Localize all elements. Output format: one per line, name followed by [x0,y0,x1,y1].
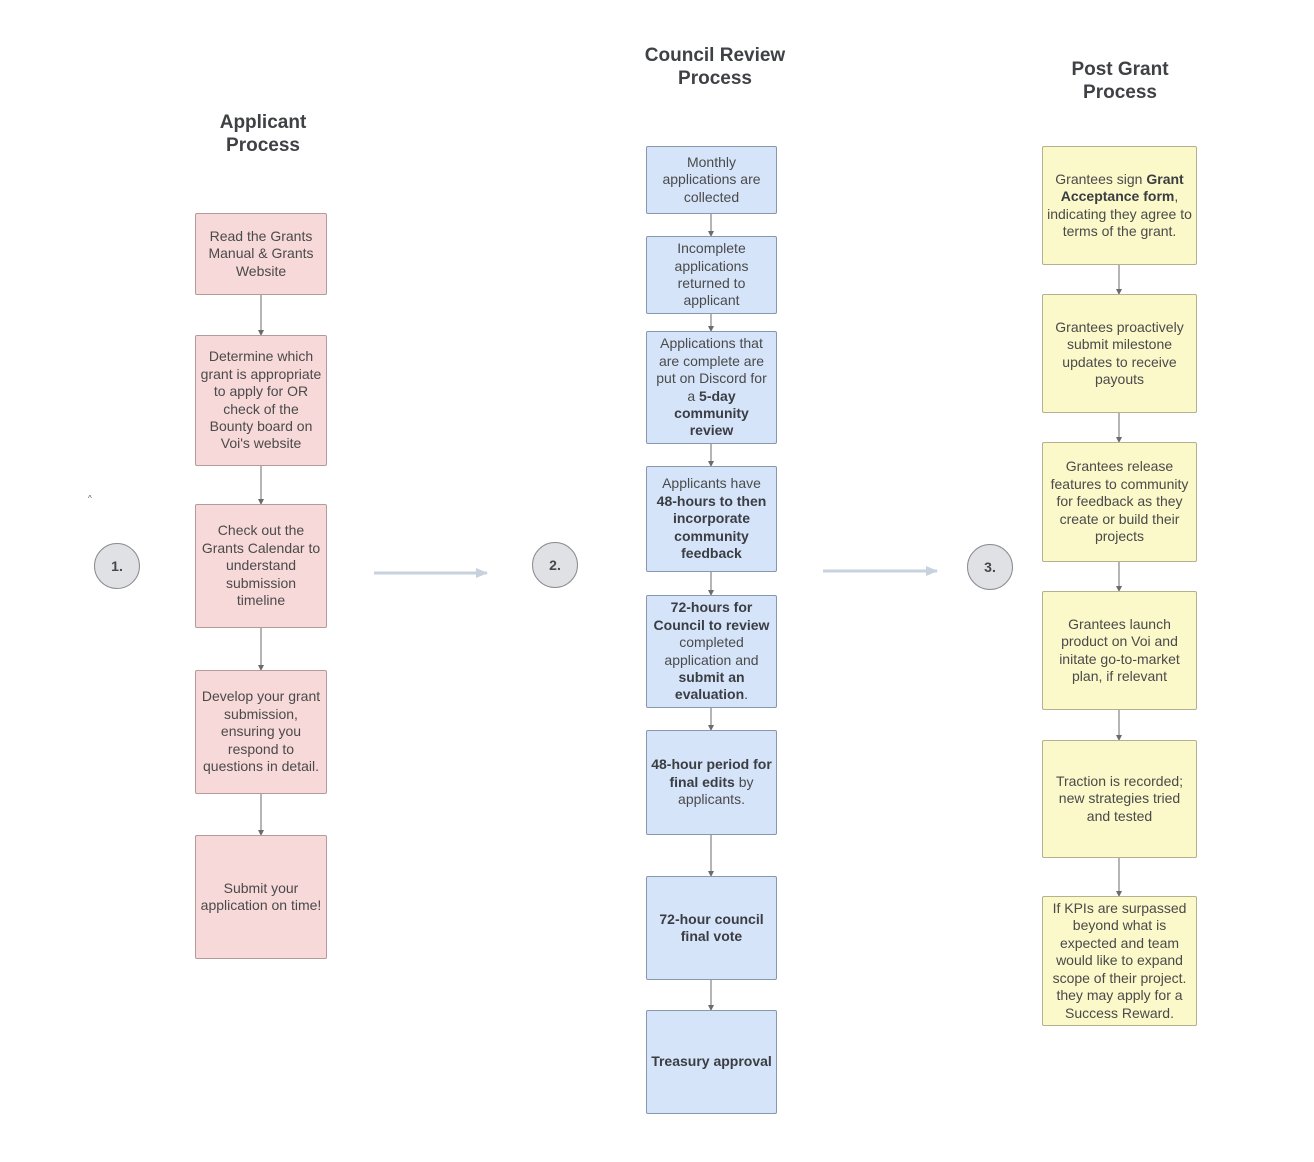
council-step-1-text: Monthly applications are collected [651,154,772,206]
step-text-segment: . [744,686,749,703]
post-step-6-text: If KPIs are surpassed beyond what is exp… [1047,900,1192,1022]
step-text-segment: submit an evaluation [674,668,745,703]
step-text-segment: Grantees launch product on Voi and inita… [1059,615,1180,684]
step-text-segment: Applications that are complete are put o… [656,335,767,404]
post-step-2-text: Grantees proactively submit milestone up… [1047,319,1192,389]
step-circle-2: 2. [532,542,578,588]
step-text-segment: Determine which grant is appropriate to … [200,348,322,452]
council-step-3: Applications that are complete are put o… [646,331,777,444]
step-text-segment: by applicants. [678,773,754,808]
council-title-line1: Council Review [644,45,786,66]
applicant-step-2: Determine which grant is appropriate to … [195,335,327,466]
step-text-segment: Grantees sign [1055,170,1147,187]
applicant-title-line2: Process [226,135,300,156]
step-text-segment: completed application and [664,634,759,668]
step-text-segment: Applicants have [662,475,761,492]
step-text-segment: 5-day community review [674,387,749,439]
council-review-process-title: Council Review Process [625,44,805,90]
applicant-title-line1: Applicant [219,112,307,133]
step-text-segment: Grantees proactively submit milestone up… [1055,318,1184,387]
council-step-6-text: 48-hour period for final edits by applic… [651,756,772,808]
council-step-8-text: Treasury approval [651,1053,772,1070]
council-step-4-text: Applicants have 48-hours to then incorpo… [651,475,772,562]
post-step-3-text: Grantees release features to community f… [1047,458,1192,545]
step-text-segment: If KPIs are surpassed beyond what is exp… [1052,900,1187,1021]
council-step-5-text: 72-hours for Council to review completed… [651,599,772,703]
step-text-segment: Monthly applications are collected [662,153,761,205]
step-text-segment: Treasury approval [651,1053,772,1070]
applicant-step-2-text: Determine which grant is appropriate to … [200,348,322,452]
post-step-5-text: Traction is recorded; new strategies tri… [1047,773,1192,825]
council-step-3-text: Applications that are complete are put o… [651,335,772,439]
step-text-segment: 48-hour period for final edits [651,756,772,790]
council-step-6: 48-hour period for final edits by applic… [646,730,777,835]
step-text-segment: Grant Acceptance form [1060,170,1184,205]
applicant-step-4: Develop your grant submission, ensuring … [195,670,327,794]
applicant-step-1-text: Read the Grants Manual & Grants Website [200,228,322,280]
post-title-line1: Post Grant [1071,59,1169,80]
post-grant-process-title: Post Grant Process [1040,58,1200,104]
step-text-segment: 72-hour council final vote [659,910,764,944]
post-step-4-text: Grantees launch product on Voi and inita… [1047,616,1192,686]
applicant-step-3-text: Check out the Grants Calendar to underst… [200,522,322,609]
council-step-5: 72-hours for Council to review completed… [646,595,777,708]
post-title-line2: Process [1083,82,1157,103]
post-step-4: Grantees launch product on Voi and inita… [1042,591,1197,710]
step-text-segment: Traction is recorded; new strategies tri… [1055,772,1184,824]
council-step-2: Incomplete applications returned to appl… [646,236,777,314]
post-step-5: Traction is recorded; new strategies tri… [1042,740,1197,858]
post-step-1: Grantees sign Grant Acceptance form, ind… [1042,146,1197,265]
step-text-segment: Submit your application on time! [200,879,322,913]
council-step-2-text: Incomplete applications returned to appl… [651,240,772,310]
post-step-1-text: Grantees sign Grant Acceptance form, ind… [1047,171,1192,241]
council-step-1: Monthly applications are collected [646,146,777,214]
stray-caret-mark: ^ [88,494,92,503]
step-circle-1: 1. [94,543,140,589]
step-text-segment: Check out the Grants Calendar to underst… [201,522,321,609]
council-title-line2: Process [678,68,752,89]
applicant-step-1: Read the Grants Manual & Grants Website [195,213,327,295]
step-text-segment: Incomplete applications returned to appl… [674,240,749,309]
step-text-segment: , indicating they agree to terms of the … [1047,188,1192,239]
step-text-segment: Develop your grant submission, ensuring … [201,688,321,775]
post-step-3: Grantees release features to community f… [1042,442,1197,562]
step-text-segment: 72-hours for Council to review [653,599,770,633]
council-step-7-text: 72-hour council final vote [651,911,772,946]
step-text-segment: 48-hours to then incorporate community f… [656,492,767,562]
applicant-process-title: Applicant Process [183,111,343,157]
applicant-step-5: Submit your application on time! [195,835,327,959]
post-step-2: Grantees proactively submit milestone up… [1042,294,1197,413]
post-step-6: If KPIs are surpassed beyond what is exp… [1042,896,1197,1026]
applicant-step-4-text: Develop your grant submission, ensuring … [200,688,322,775]
council-step-8: Treasury approval [646,1010,777,1114]
applicant-step-5-text: Submit your application on time! [200,880,322,915]
council-step-4: Applicants have 48-hours to then incorpo… [646,466,777,572]
step-circle-3: 3. [967,544,1013,590]
applicant-step-3: Check out the Grants Calendar to underst… [195,504,327,628]
step-text-segment: Read the Grants Manual & Grants Website [208,227,314,279]
council-step-7: 72-hour council final vote [646,876,777,980]
step-text-segment: Grantees release features to community f… [1050,458,1189,545]
